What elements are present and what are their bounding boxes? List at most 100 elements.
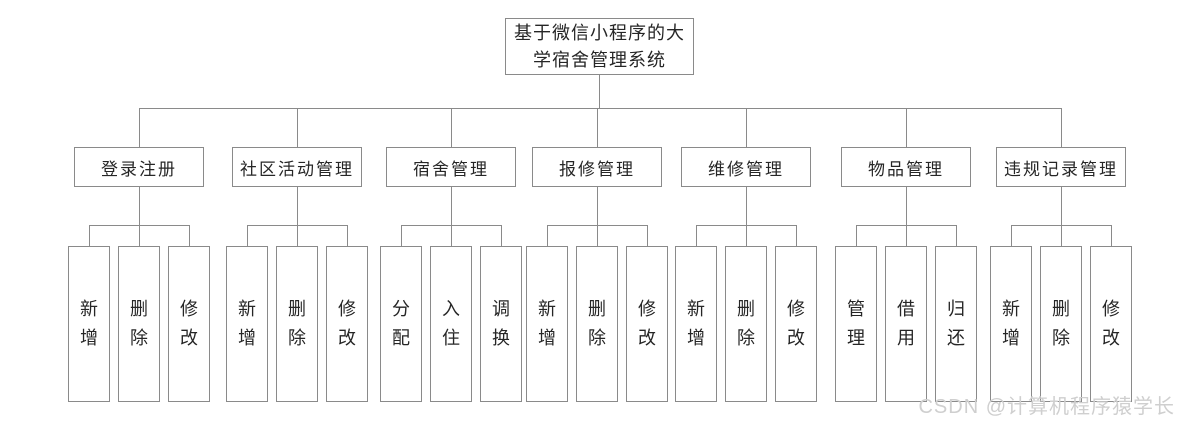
category-box-maintenance: 维修管理 — [681, 147, 811, 187]
connector-line — [796, 225, 797, 246]
branch-violation-records: 违规记录管理 新增 删除 修改 — [984, 108, 1138, 403]
action-box: 新增 — [990, 246, 1032, 402]
action-label: 新增 — [1002, 299, 1020, 348]
action-box: 调换 — [480, 246, 522, 402]
connector-line — [1061, 225, 1062, 246]
action-box: 借用 — [885, 246, 927, 402]
connector-line — [347, 225, 348, 246]
action-label: 新增 — [80, 299, 98, 348]
category-label: 维修管理 — [708, 159, 784, 179]
connector-line — [247, 225, 248, 246]
action-label: 新增 — [238, 299, 256, 348]
connector-line — [906, 225, 907, 246]
connector-line — [1061, 108, 1062, 147]
action-box: 归还 — [935, 246, 977, 402]
connector-line — [451, 187, 452, 225]
action-label: 修改 — [180, 299, 198, 348]
category-label: 登录注册 — [101, 159, 177, 179]
action-label: 删除 — [130, 299, 148, 348]
root-node: 基于微信小程序的大学宿舍管理系统 — [505, 18, 694, 75]
category-label: 社区活动管理 — [240, 159, 354, 179]
action-box: 删除 — [725, 246, 767, 402]
action-box: 新增 — [226, 246, 268, 402]
action-label: 修改 — [1102, 299, 1120, 348]
connector-line — [597, 187, 598, 225]
connector-line — [547, 225, 548, 246]
connector-line — [89, 225, 90, 246]
action-label: 归还 — [947, 299, 965, 348]
action-label: 删除 — [1052, 299, 1070, 348]
connector-line — [501, 225, 502, 246]
action-box: 新增 — [68, 246, 110, 402]
connector-line — [139, 187, 140, 225]
connector-line — [451, 225, 452, 246]
action-box: 删除 — [276, 246, 318, 402]
connector-line — [1011, 225, 1012, 246]
action-box: 入住 — [430, 246, 472, 402]
action-label: 新增 — [687, 299, 705, 348]
category-box-dormitory: 宿舍管理 — [386, 147, 516, 187]
category-box-items: 物品管理 — [841, 147, 971, 187]
root-node-label: 基于微信小程序的大学宿舍管理系统 — [514, 22, 685, 70]
action-box: 新增 — [526, 246, 568, 402]
connector-line — [696, 225, 697, 246]
category-label: 违规记录管理 — [1004, 159, 1118, 179]
category-box-login-register: 登录注册 — [74, 147, 204, 187]
connector-line — [746, 225, 747, 246]
connector-line — [1111, 225, 1112, 246]
connector-line — [297, 108, 298, 147]
connector-line — [451, 108, 452, 147]
connector-line — [906, 108, 907, 147]
action-box: 修改 — [1090, 246, 1132, 402]
connector-line — [597, 225, 598, 246]
action-label: 删除 — [588, 299, 606, 348]
connector-line — [746, 187, 747, 225]
action-label: 分配 — [392, 299, 410, 348]
connector-line — [597, 108, 598, 147]
category-label: 宿舍管理 — [413, 159, 489, 179]
watermark: CSDN @计算机程序猿学长 — [918, 396, 1175, 418]
action-box: 修改 — [626, 246, 668, 402]
action-label: 删除 — [288, 299, 306, 348]
category-label: 报修管理 — [559, 159, 635, 179]
connector-line — [139, 225, 140, 246]
connector-line — [189, 225, 190, 246]
action-label: 修改 — [638, 299, 656, 348]
action-label: 调换 — [492, 299, 510, 348]
connector-line — [856, 225, 857, 246]
branch-items: 物品管理 管理 借用 归还 — [829, 108, 983, 403]
action-box: 删除 — [118, 246, 160, 402]
branch-community-activity: 社区活动管理 新增 删除 修改 — [220, 108, 374, 403]
action-box: 修改 — [168, 246, 210, 402]
category-box-repair-report: 报修管理 — [532, 147, 662, 187]
connector-line — [297, 225, 298, 246]
action-label: 删除 — [737, 299, 755, 348]
connector-root-drop — [599, 75, 600, 108]
connector-line — [297, 187, 298, 225]
action-box: 修改 — [775, 246, 817, 402]
action-label: 修改 — [338, 299, 356, 348]
action-label: 修改 — [787, 299, 805, 348]
action-label: 新增 — [538, 299, 556, 348]
action-box: 修改 — [326, 246, 368, 402]
connector-level1-bar — [139, 108, 1062, 109]
action-label: 管理 — [847, 299, 865, 348]
category-box-violation-records: 违规记录管理 — [996, 147, 1126, 187]
connector-line — [906, 187, 907, 225]
action-box: 删除 — [1040, 246, 1082, 402]
category-box-community-activity: 社区活动管理 — [232, 147, 362, 187]
connector-line — [401, 225, 402, 246]
action-box: 新增 — [675, 246, 717, 402]
action-label: 入住 — [442, 299, 460, 348]
connector-line — [746, 108, 747, 147]
action-box: 分配 — [380, 246, 422, 402]
branch-dormitory: 宿舍管理 分配 入住 调换 — [374, 108, 528, 403]
connector-line — [1061, 187, 1062, 225]
action-label: 借用 — [897, 299, 915, 348]
branch-login-register: 登录注册 新增 删除 修改 — [62, 108, 216, 403]
connector-line — [956, 225, 957, 246]
action-box: 管理 — [835, 246, 877, 402]
connector-line — [139, 108, 140, 147]
category-label: 物品管理 — [868, 159, 944, 179]
